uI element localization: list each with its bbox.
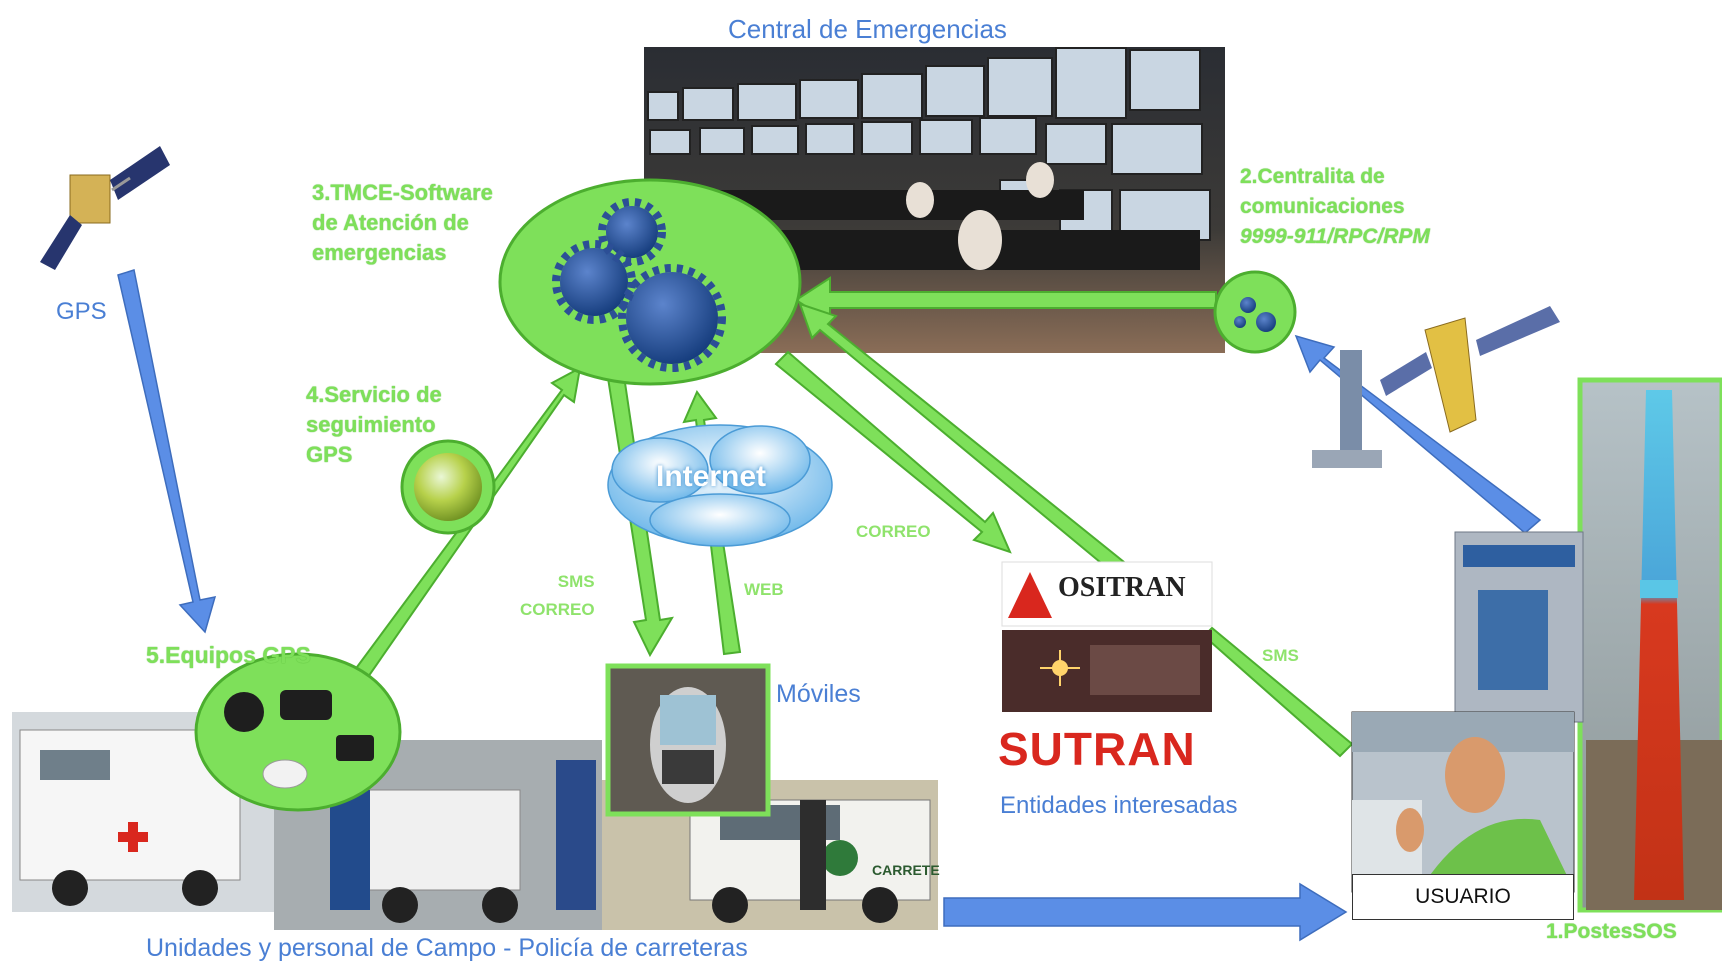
mobile-phone-photo (605, 663, 771, 817)
gps-label: GPS (56, 298, 107, 325)
sutran-logo-text: SUTRAN (998, 723, 1196, 775)
carretera-vehicle-text: CARRETE (872, 862, 940, 878)
moviles-label: Móviles (776, 680, 861, 708)
field-units-photo (12, 712, 938, 930)
central-title: Central de Emergencias (728, 14, 1007, 44)
ositran-logo-icon (1008, 572, 1052, 618)
gps-arrow (117, 269, 217, 634)
correo-arrow (774, 350, 1012, 554)
step-2-label: 2.Centralita de comunicaciones 9999-911/… (1240, 165, 1430, 248)
centralita-node (1213, 270, 1297, 354)
gears-icon (560, 206, 718, 364)
step-5-label: 5.Equipos GPS (146, 642, 311, 668)
entidades-label: Entidades interesadas (1000, 792, 1238, 819)
green-arrows (338, 276, 1354, 758)
usuario-label: USUARIO (1352, 874, 1574, 920)
step-3-label: 3.TMCE-Software de Atención de emergenci… (312, 180, 493, 265)
entities-logos (1001, 561, 1213, 712)
user-photo (1351, 711, 1575, 893)
gps-tracking-node (400, 439, 496, 535)
software-node (498, 178, 802, 386)
gps-equipment-node (194, 652, 402, 812)
internet-cloud (607, 424, 833, 547)
antenna-satellite-icon (1312, 306, 1560, 468)
web-label: WEB (744, 580, 784, 599)
user-arrow (943, 882, 1348, 942)
phone-booth-photo (1454, 531, 1584, 723)
campo-caption: Unidades y personal de Campo - Policía d… (146, 934, 748, 962)
step-1-label: 1.PostesSOS (1546, 920, 1677, 943)
correo-label: CORREO (856, 522, 931, 541)
sos-pole-photo (1577, 377, 1722, 913)
internet-label: Internet (656, 460, 767, 493)
sms-correo-label: SMS CORREO (520, 572, 595, 619)
step-4-label: 4.Servicio de seguimiento GPS (306, 382, 442, 467)
sms-label: SMS (1262, 646, 1299, 665)
gps-to-software-arrow (338, 366, 582, 702)
gps-satellite-icon (40, 146, 170, 270)
ositran-logo-text: OSITRAN (1058, 572, 1186, 603)
entities-to-software-arrow (798, 302, 1126, 574)
